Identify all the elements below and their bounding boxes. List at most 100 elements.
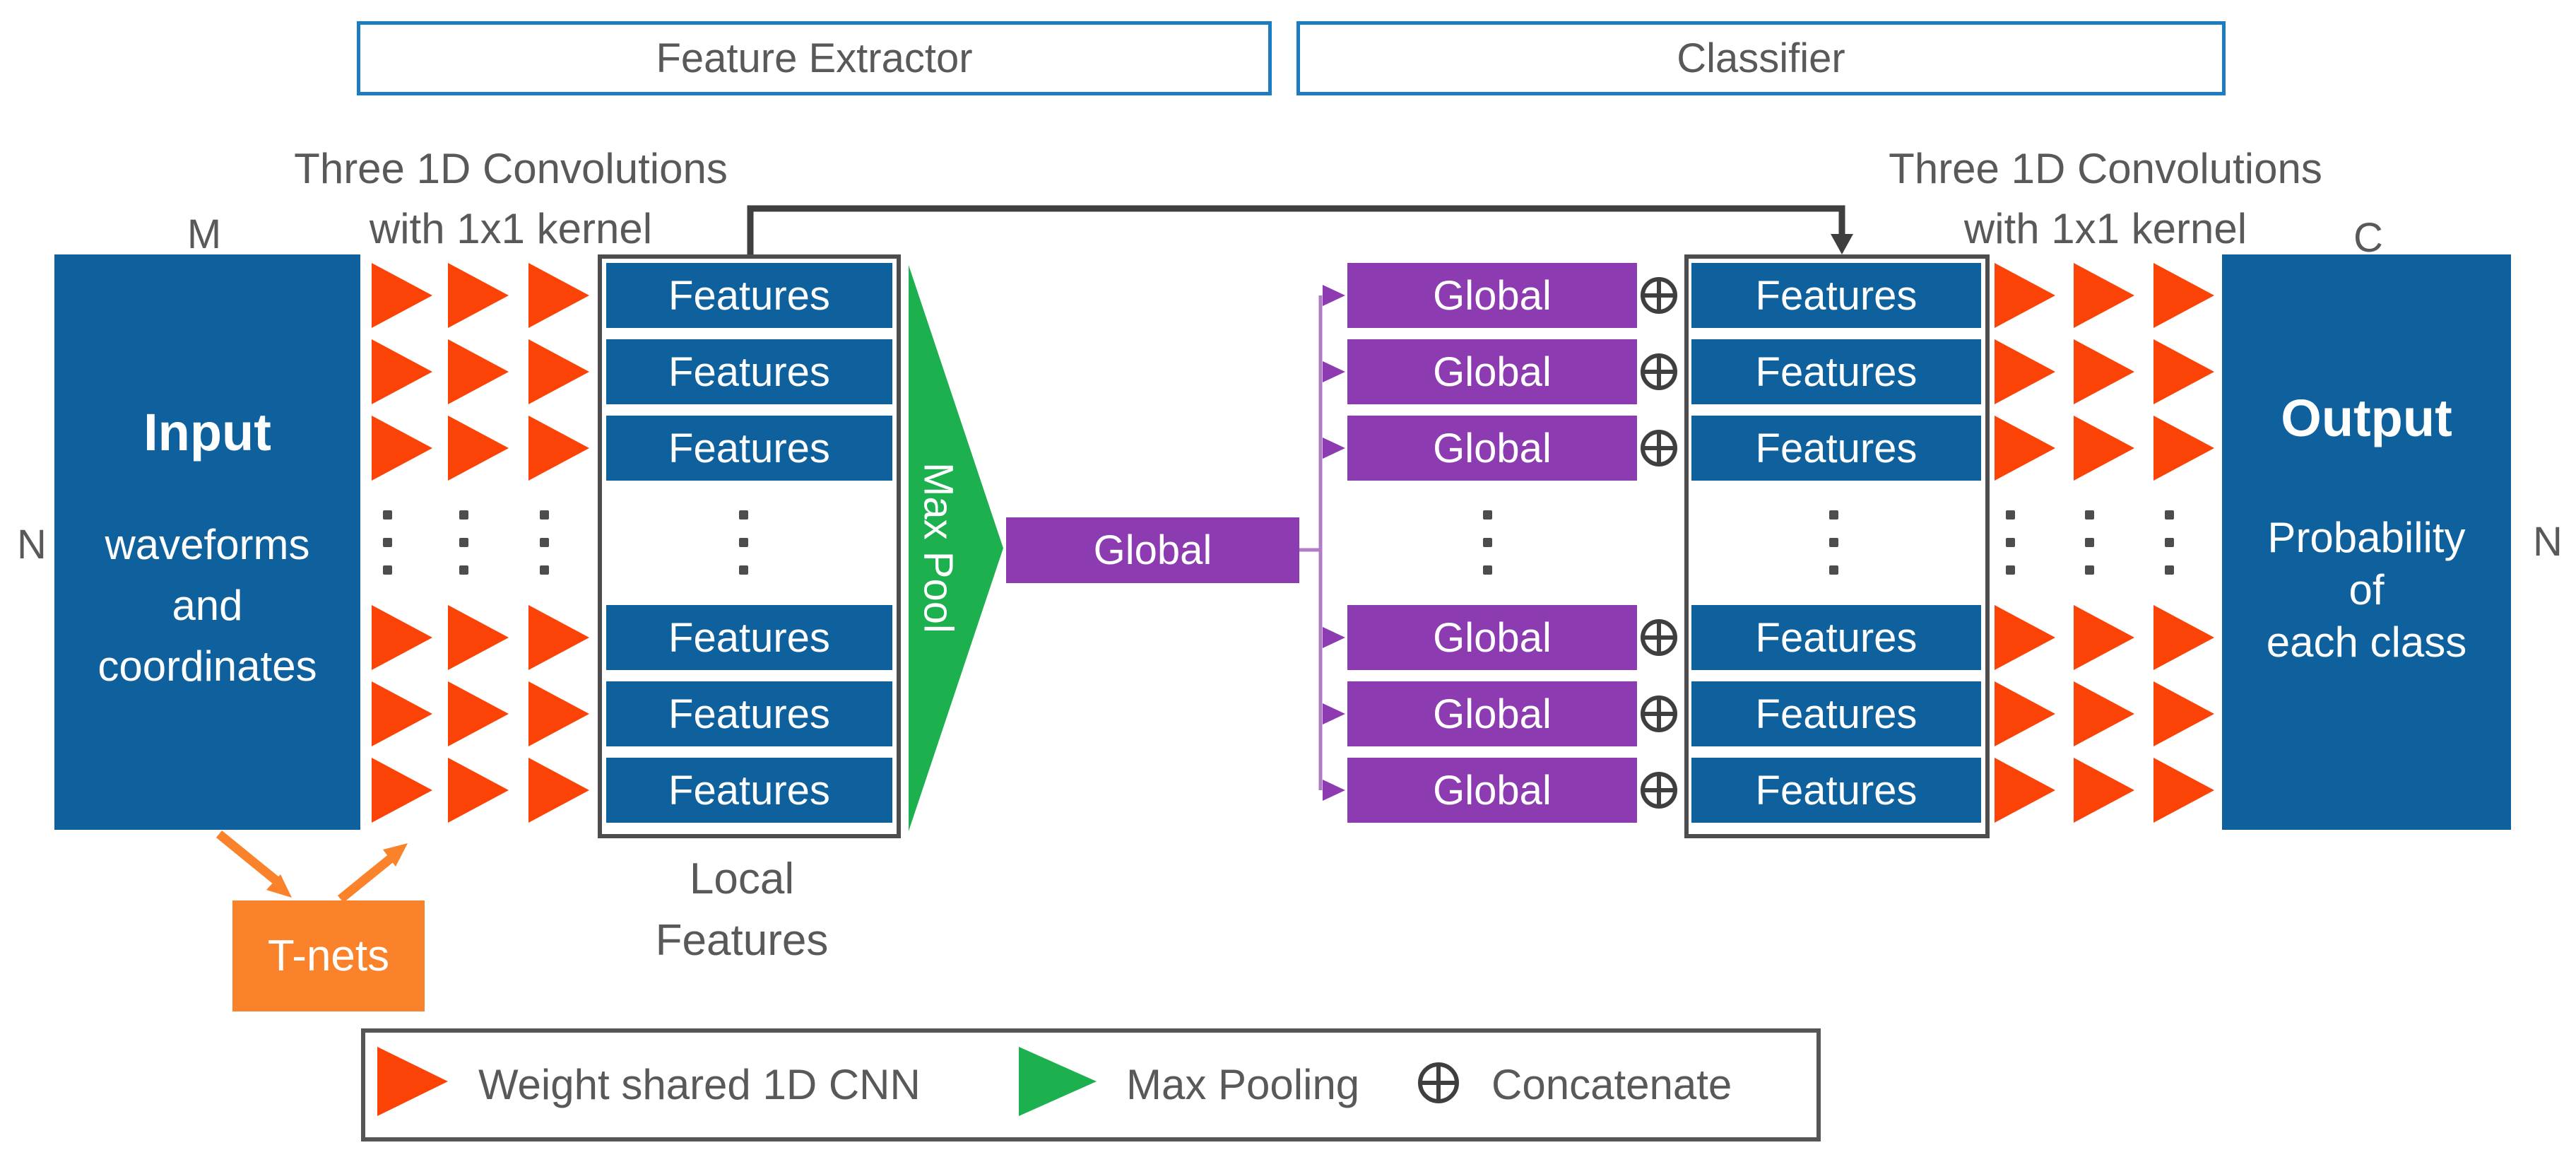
- features-cell: Features: [606, 605, 892, 670]
- features-label: Features: [1755, 691, 1918, 737]
- local-features-caption: Local Features: [530, 848, 954, 971]
- input-title: Input: [143, 403, 271, 462]
- global-arrowhead: [1323, 780, 1345, 801]
- output-line-each-class: each class: [2266, 618, 2467, 666]
- tnets-out-arrowhead: [383, 843, 408, 867]
- features-label: Features: [1755, 272, 1918, 319]
- global-arrowhead: [1323, 361, 1345, 382]
- input-line-coordinates: coordinates: [98, 642, 317, 690]
- features-label: Features: [668, 425, 830, 471]
- features-label: Features: [1755, 614, 1918, 661]
- features-label: Features: [668, 691, 830, 737]
- legend-pool-label: Max Pooling: [1126, 1061, 1360, 1108]
- input-dim-m-label: M: [187, 211, 222, 257]
- features-cell: Features: [1691, 263, 1981, 328]
- max-pool-label: Max Pool: [915, 462, 962, 633]
- output-line-of: of: [2348, 566, 2385, 614]
- features-cell: Features: [1691, 416, 1981, 481]
- output-dim-c-label: C: [2353, 215, 2383, 261]
- conv-annotation-left: Three 1D Convolutions with 1x1 kernel: [186, 139, 836, 259]
- global-cell: Global: [1347, 339, 1637, 404]
- conv-annotation-right: Three 1D Convolutions with 1x1 kernel: [1780, 139, 2430, 259]
- global-label: Global: [1433, 691, 1552, 737]
- ellipsis-icon: [459, 510, 468, 575]
- features-cell: Features: [1691, 605, 1981, 670]
- features-cell: Features: [1691, 681, 1981, 746]
- legend-cnn-label: Weight shared 1D CNN: [478, 1061, 921, 1108]
- conv-annotation-line2: with 1x1 kernel: [369, 205, 653, 252]
- legend-concatenate-icon: [1418, 1062, 1459, 1103]
- global-arrowhead: [1323, 627, 1345, 648]
- output-line-probability: Probability: [2267, 514, 2466, 561]
- tnets-out-line: [337, 852, 396, 903]
- concatenate-icon: [1641, 696, 1677, 732]
- ellipsis-icon: [1829, 510, 1838, 575]
- features-cell: Features: [606, 263, 892, 328]
- input-dim-n-label: N: [17, 522, 47, 568]
- feature-extractor-label: Feature Extractor: [656, 35, 973, 81]
- ellipsis-icon: [383, 510, 392, 575]
- skip-connection-line: [747, 205, 1845, 256]
- output-box: Output Probability of each class: [2222, 254, 2511, 830]
- features-label: Features: [1755, 348, 1918, 395]
- global-arrowhead: [1323, 438, 1345, 459]
- features-cell: Features: [606, 416, 892, 481]
- classifier-label: Classifier: [1677, 35, 1845, 81]
- input-description: waveforms and coordinates: [54, 515, 360, 697]
- concatenate-icon: [1641, 619, 1677, 656]
- conv-annotation-line2: with 1x1 kernel: [1963, 205, 2247, 252]
- ellipsis-icon: [2165, 510, 2174, 575]
- skip-connection-arrowhead: [1831, 234, 1853, 254]
- ellipsis-icon: [739, 510, 748, 575]
- features-label: Features: [1755, 425, 1918, 471]
- ellipsis-icon: [2006, 510, 2015, 575]
- legend-concat-label: Concatenate: [1491, 1061, 1732, 1108]
- concatenate-icon: [1641, 277, 1677, 314]
- features-label: Features: [668, 767, 830, 814]
- features-label: Features: [668, 348, 830, 395]
- ellipsis-icon: [540, 510, 549, 575]
- features-cell: Features: [606, 339, 892, 404]
- concatenate-icon: [1641, 353, 1677, 390]
- global-label: Global: [1433, 425, 1552, 471]
- classifier-header: Classifier: [1296, 21, 2226, 95]
- global-cell: Global: [1347, 758, 1637, 823]
- input-to-tnets-arrowhead: [266, 874, 292, 898]
- conv-annotation-line1: Three 1D Convolutions: [294, 145, 728, 192]
- input-to-tnets-line: [215, 830, 283, 888]
- tnets-box: T-nets: [232, 900, 425, 1011]
- tnets-label: T-nets: [267, 932, 390, 980]
- output-title: Output: [2281, 389, 2452, 447]
- output-dim-n-label: N: [2533, 519, 2563, 565]
- feature-extractor-header: Feature Extractor: [357, 21, 1272, 95]
- conv-annotation-line1: Three 1D Convolutions: [1889, 145, 2322, 192]
- global-label: Global: [1433, 767, 1552, 814]
- features-label: Features: [668, 272, 830, 319]
- global-vector-box: Global: [1006, 517, 1299, 583]
- legend-box: [361, 1028, 1821, 1142]
- output-description: Probability of each class: [2222, 512, 2511, 669]
- global-label: Global: [1433, 614, 1552, 661]
- features-label: Features: [1755, 767, 1918, 814]
- global-label: Global: [1433, 348, 1552, 395]
- global-arrowhead: [1323, 703, 1345, 724]
- global-cell: Global: [1347, 605, 1637, 670]
- ellipsis-icon: [2085, 510, 2094, 575]
- global-cell: Global: [1347, 263, 1637, 328]
- input-box: Input waveforms and coordinates: [54, 254, 360, 830]
- input-line-waveforms: waveforms: [105, 521, 310, 568]
- ellipsis-icon: [1483, 510, 1492, 575]
- global-cell: Global: [1347, 416, 1637, 481]
- features-cell: Features: [606, 681, 892, 746]
- concatenate-icon: [1641, 430, 1677, 466]
- global-label: Global: [1093, 527, 1212, 573]
- local-features-line1: Local: [689, 855, 795, 903]
- local-features-line2: Features: [655, 916, 829, 965]
- input-line-and: and: [172, 582, 243, 629]
- global-cell: Global: [1347, 681, 1637, 746]
- global-arrowhead: [1323, 285, 1345, 306]
- global-label: Global: [1433, 272, 1552, 319]
- features-cell: Features: [606, 758, 892, 823]
